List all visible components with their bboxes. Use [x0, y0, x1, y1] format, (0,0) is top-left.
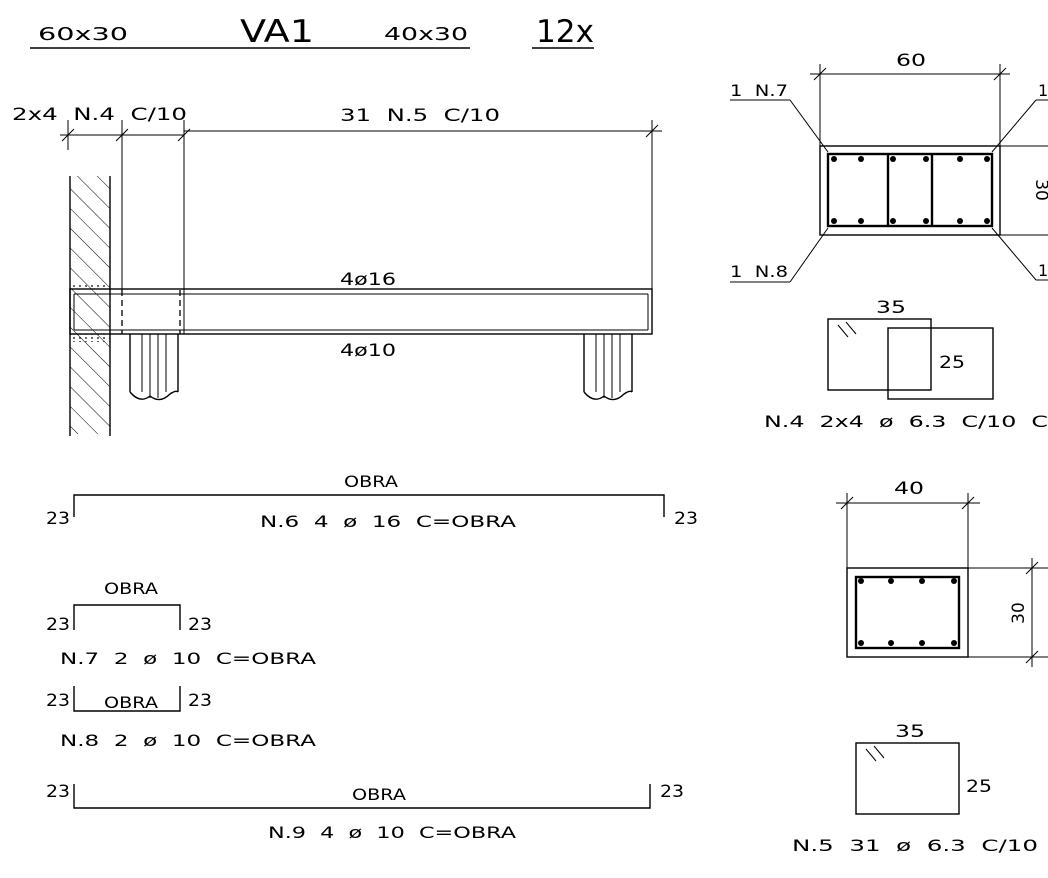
bar-n8-right-hook: 23: [188, 691, 212, 711]
wall-grout-bottom: [70, 334, 110, 342]
bar-n7: OBRA 23 23 N.7 2 ø 10 C=OBRA: [46, 579, 316, 668]
bar-n8-length: OBRA: [104, 693, 158, 712]
support-right-size: 40x30: [384, 24, 468, 45]
bar-n6-right-hook: 23: [674, 509, 698, 529]
dim-stirrups-span: 31 N.5 C/10: [340, 106, 500, 126]
dim-stirrups-support: 2x4 N.4 C/10: [12, 105, 187, 125]
bar-n6-label: N.6 4 ø 16 C=OBRA: [260, 512, 516, 531]
bar-n9-right-hook: 23: [660, 782, 684, 802]
beam-elevation: 2x4 N.4 C/10 31 N.5 C/10 4ø16 4ø10: [12, 105, 662, 436]
section-support-rebar-dots: [831, 156, 990, 224]
beam-quantity: 12x: [536, 14, 594, 50]
right-column: [583, 334, 633, 401]
callout-right-top: 1: [1038, 81, 1048, 100]
wall-grout-top: [70, 283, 110, 289]
bar-n9: OBRA 23 23 N.9 4 ø 10 C=OBRA: [46, 782, 684, 842]
left-column: [129, 334, 179, 401]
stirrup-n4-label: N.4 2x4 ø 6.3 C/10 C: [764, 412, 1048, 431]
beam-outline: [69, 288, 653, 335]
bar-n6-length: OBRA: [344, 472, 398, 491]
callout-n8: 1 N.8: [730, 262, 788, 281]
stirrup-n4-height: 25: [939, 353, 965, 373]
bar-n9-label: N.9 4 ø 10 C=OBRA: [268, 823, 516, 842]
bottom-bars-label: 4ø10: [340, 341, 396, 361]
bar-n7-length: OBRA: [104, 579, 158, 598]
bar-n6: OBRA 23 23 N.6 4 ø 16 C=OBRA: [46, 472, 698, 531]
stirrup-n4-width: 35: [876, 298, 906, 318]
bar-n7-right-hook: 23: [188, 615, 212, 635]
bar-n9-length: OBRA: [352, 785, 406, 804]
section-support-outline: [819, 145, 1001, 236]
beam-name: VA1: [240, 14, 314, 50]
wall-hatch: [70, 176, 110, 434]
stirrup-n4: 35 25 N.4 2x4 ø 6.3 C/10 C: [764, 298, 1048, 431]
bar-n8: OBRA 23 23 N.8 2 ø 10 C=OBRA: [46, 686, 316, 750]
bar-n8-left-hook: 23: [46, 691, 70, 711]
callout-n7: 1 N.7: [730, 81, 788, 100]
section-span-outline: [846, 567, 969, 658]
callout-right-bottom: 1: [1038, 261, 1048, 280]
stirrup-n5: 35 25 N.5 31 ø 6.3 C/10: [792, 722, 1038, 855]
support-left-size: 60x30: [38, 24, 128, 45]
bar-n7-left-hook: 23: [46, 615, 70, 635]
bar-n8-label: N.8 2 ø 10 C=OBRA: [60, 731, 316, 750]
stirrup-n5-height: 25: [966, 777, 992, 797]
stirrup-n5-label: N.5 31 ø 6.3 C/10: [792, 836, 1038, 855]
section-support-height: 30: [1031, 179, 1048, 201]
bar-n9-left-hook: 23: [46, 782, 70, 802]
bar-n6-left-hook: 23: [46, 509, 70, 529]
section-span-rebar-dots: [858, 578, 957, 646]
section-support: 60 30 1 N.7 1 N.8 1 1: [730, 51, 1048, 283]
top-bars-label: 4ø16: [340, 270, 396, 290]
section-support-width: 60: [896, 51, 926, 71]
section-span-height: 30: [1009, 602, 1029, 624]
drawing-header: 60x30 VA1 40x30 12x: [30, 14, 594, 50]
bar-n7-label: N.7 2 ø 10 C=OBRA: [60, 649, 316, 668]
stirrup-n5-width: 35: [895, 722, 925, 742]
section-span: 40 30: [836, 479, 1048, 667]
section-span-width: 40: [894, 479, 924, 499]
